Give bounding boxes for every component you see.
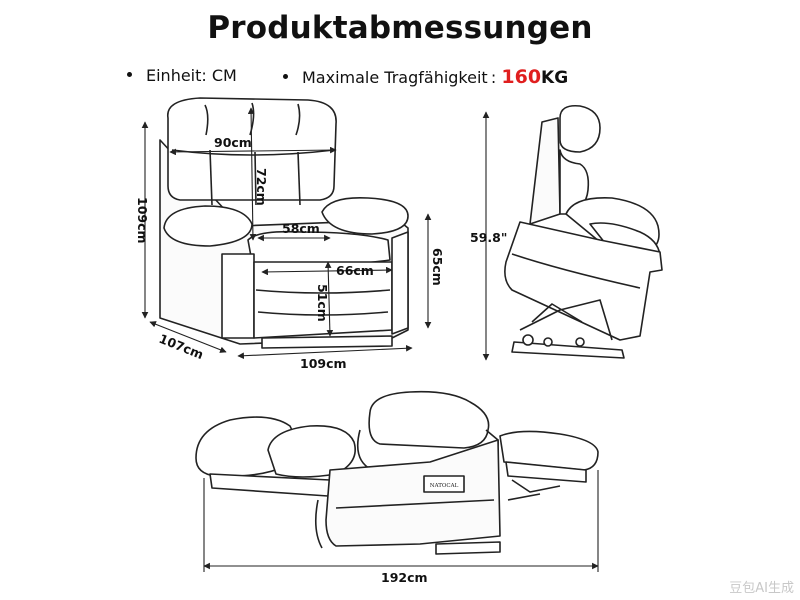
unit-label: Einheit: CM: [146, 66, 237, 85]
capacity-label: Maximale Tragfähigkeit :: [302, 68, 497, 87]
reclined-length-label: 192cm: [381, 570, 428, 585]
unit-spec: Einheit: CM: [127, 66, 237, 85]
seat-depth-label: 66cm: [336, 263, 374, 278]
reclined-view-chair: [195, 390, 599, 555]
page-title: Produktabmessungen: [207, 10, 593, 46]
overall-depth-label: 107cm: [157, 331, 206, 362]
brand-tag-label: NATOCAL: [430, 483, 459, 489]
capacity-spec: Maximale Tragfähigkeit : 160KG: [283, 66, 568, 88]
bullet-icon: [283, 74, 288, 79]
seat-height-label: 51cm: [315, 284, 330, 322]
overall-width-label: 109cm: [300, 356, 347, 371]
arm-height-label: 65cm: [430, 248, 445, 286]
lift-height-label: 59.8": [470, 230, 507, 245]
side-view-lift-chair: [504, 104, 663, 359]
watermark: 豆包AI生成: [729, 581, 794, 596]
capacity-unit: KG: [541, 68, 569, 88]
bullet-icon: [127, 72, 132, 77]
capacity-value: 160: [501, 66, 542, 88]
backrest-height-label: 72cm: [254, 168, 269, 206]
overall-height-label: 109cm: [135, 197, 150, 244]
seat-width-label: 58cm: [282, 221, 320, 236]
backrest-width-label: 90cm: [214, 135, 252, 150]
